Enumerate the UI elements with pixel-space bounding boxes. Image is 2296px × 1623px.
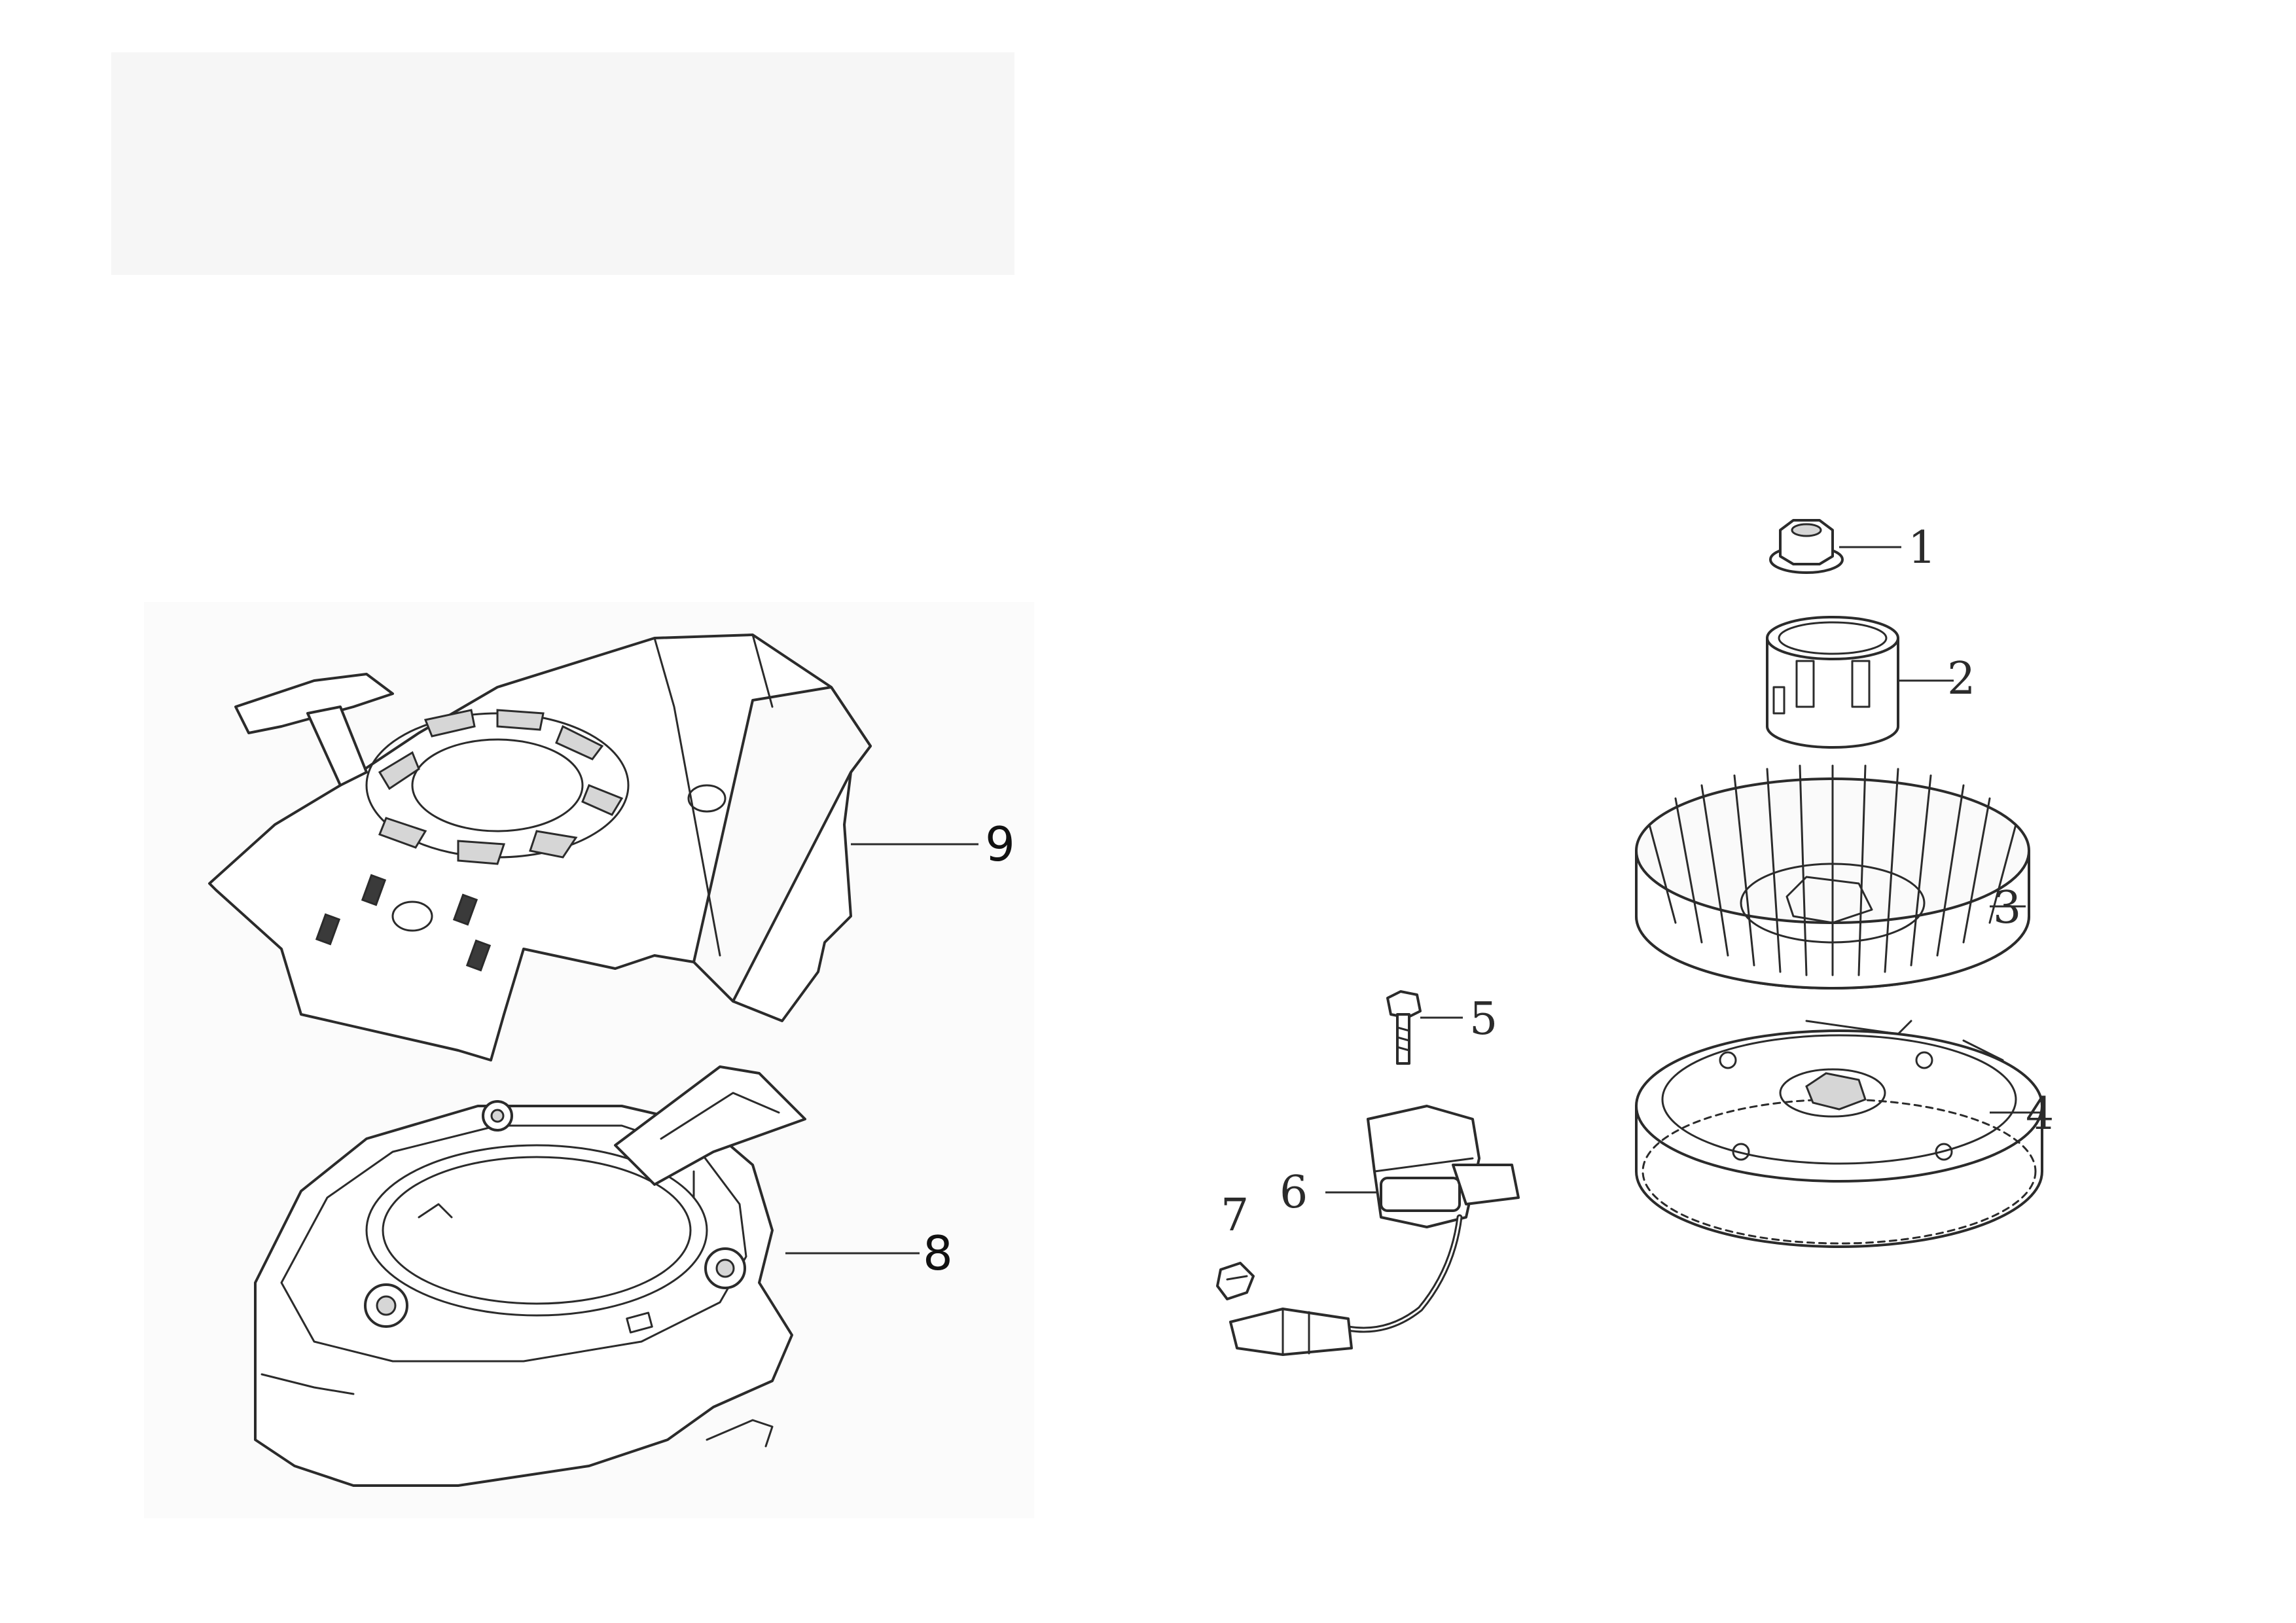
- flywheel-drawing: [1635, 1020, 2043, 1248]
- callout-8: 8: [923, 1226, 953, 1281]
- recoil-starter-cover-drawing: [208, 633, 872, 1061]
- fan-housing-drawing: [254, 1065, 806, 1487]
- ignition-coil-drawing: [1229, 1105, 1520, 1356]
- fan-fins: [1648, 764, 2017, 976]
- bolt-drawing: [1386, 990, 1422, 1065]
- starter-cup-drawing: [1766, 616, 1899, 749]
- callout-9: 9: [985, 817, 1015, 872]
- grille-slots: [378, 709, 624, 865]
- flange-nut-drawing: [1769, 519, 1844, 574]
- clip-drawing: [1216, 1262, 1255, 1300]
- callout-3: 3: [1993, 882, 2021, 934]
- callout-7: 7: [1221, 1190, 1249, 1241]
- callout-5: 5: [1469, 993, 1498, 1045]
- background-smudge: [111, 52, 1014, 275]
- callout-2: 2: [1947, 653, 1975, 705]
- cooling-fan-drawing: [1635, 764, 2030, 990]
- callout-4: 4: [2026, 1088, 2054, 1140]
- callout-1: 1: [1908, 522, 1936, 574]
- callout-6: 6: [1280, 1167, 1308, 1219]
